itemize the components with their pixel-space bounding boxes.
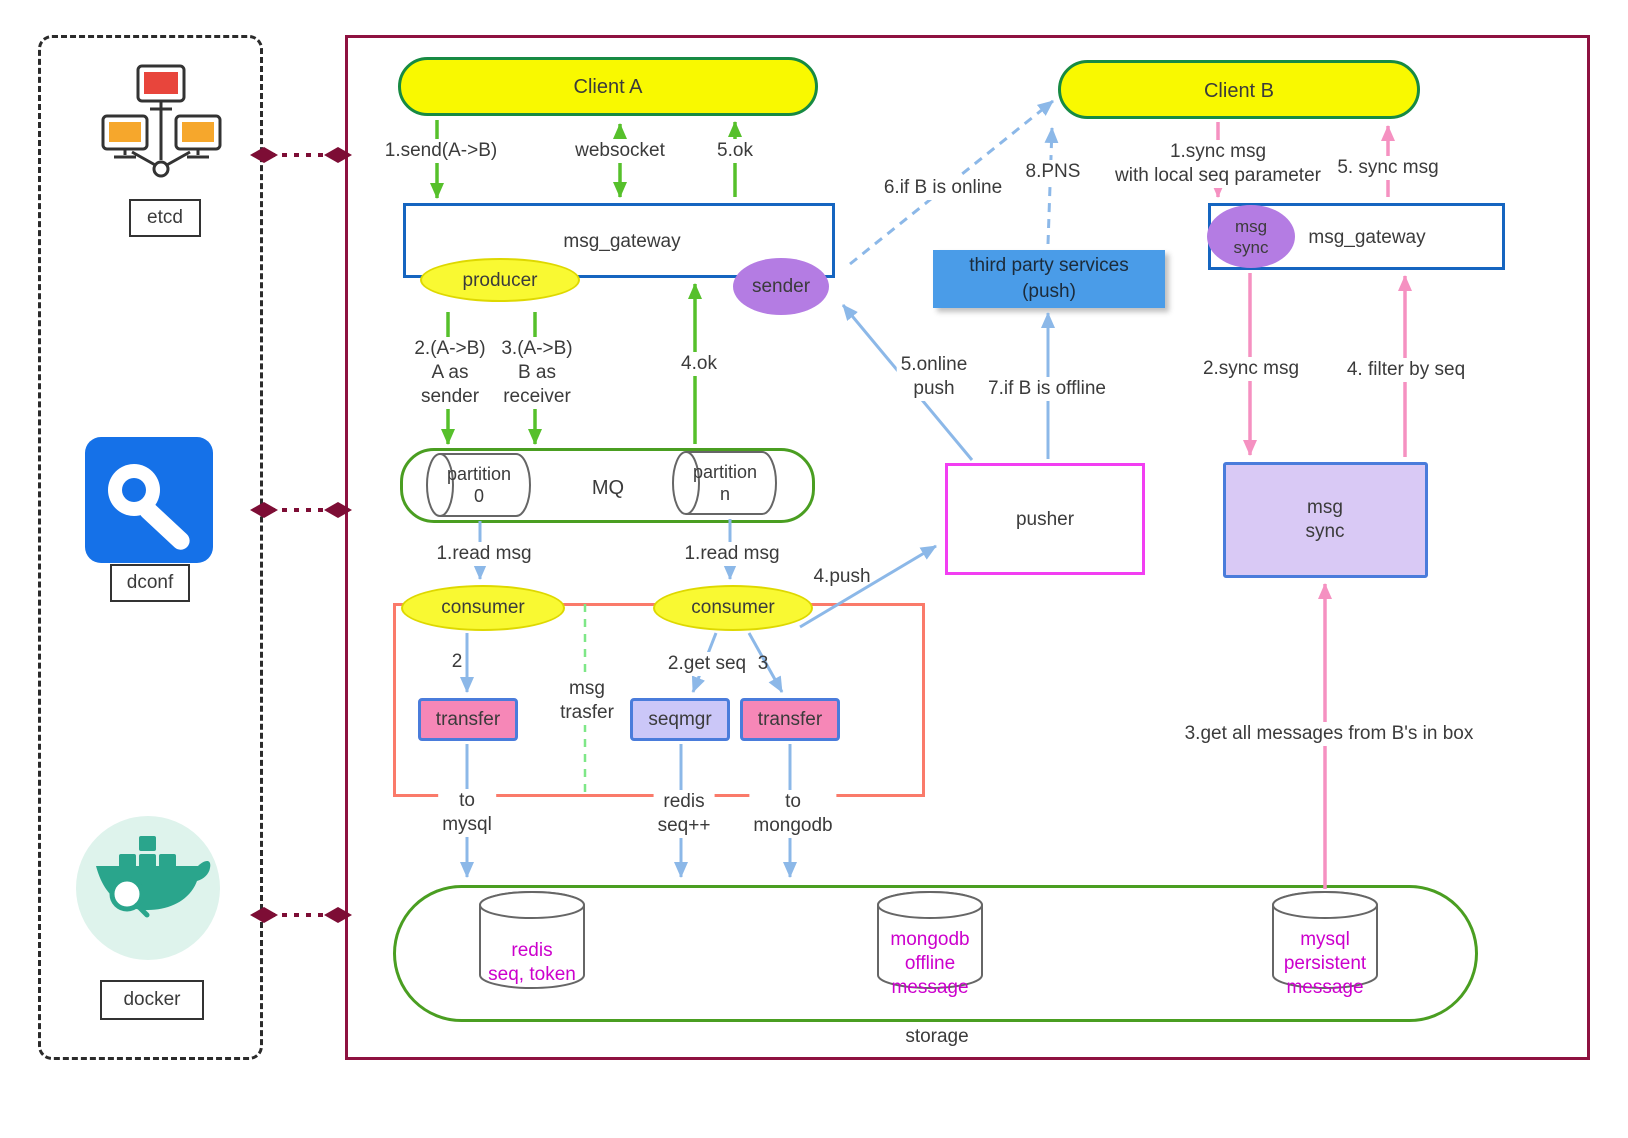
send-step1-label: 1.send(A->B) bbox=[380, 139, 502, 163]
consumer-right-label: consumer bbox=[691, 597, 775, 618]
send-step2-label: 2.(A->B) A as sender bbox=[410, 337, 490, 409]
infra-links bbox=[270, 153, 332, 917]
seqmgr-box bbox=[630, 698, 730, 741]
msg-sync-service-box bbox=[1223, 462, 1428, 578]
pns-label: 8.PNS bbox=[1021, 160, 1085, 184]
if-online-label: 6.if B is online bbox=[879, 176, 1007, 200]
storage-title: storage bbox=[905, 1026, 969, 1047]
sender-node bbox=[733, 258, 829, 315]
consumer-right-node bbox=[653, 585, 813, 631]
transfer-right-box bbox=[740, 698, 840, 741]
transfer-left-label: transfer bbox=[435, 709, 501, 730]
infra-link-diamonds bbox=[250, 147, 352, 923]
get-all-label: 3.get all messages from B's in box bbox=[1180, 722, 1478, 746]
send-step4-label: 4.ok bbox=[677, 352, 721, 376]
partition-n-label: partition n bbox=[692, 462, 758, 504]
seqmgr-label: seqmgr bbox=[648, 709, 712, 730]
msg-gateway-b-title: msg_gateway bbox=[1308, 227, 1426, 248]
filter-step4-label: 4. filter by seq bbox=[1342, 358, 1470, 382]
dconf-label-box: dconf bbox=[110, 564, 190, 602]
pusher-label: pusher bbox=[1015, 509, 1075, 530]
client-a-node bbox=[398, 57, 818, 116]
system-boundary bbox=[345, 35, 1590, 1060]
docker-label: docker bbox=[123, 989, 181, 1010]
pusher-box bbox=[945, 463, 1145, 575]
msg-gateway-a-title: msg_gateway bbox=[563, 231, 681, 252]
msg-gateway-a-box bbox=[403, 203, 835, 278]
producer-node bbox=[420, 258, 580, 302]
infra-panel bbox=[38, 35, 263, 1060]
redis-db-label: redis seq, token bbox=[488, 940, 576, 985]
client-b-node bbox=[1058, 60, 1420, 119]
msg-sync-ellipse-label: msg sync bbox=[1233, 217, 1269, 257]
msg-sync-box-label: msg sync bbox=[1305, 497, 1345, 542]
consume-step2-label: 2 bbox=[451, 651, 463, 672]
etcd-label-box: etcd bbox=[129, 199, 201, 237]
sync-step5-label: 5. sync msg bbox=[1333, 156, 1443, 180]
redis-seq-label: redis seq++ bbox=[653, 790, 715, 838]
third-party-label: third party services (push) bbox=[969, 255, 1129, 302]
online-push-label: 5.online push bbox=[896, 353, 972, 401]
sync-step2-label: 2.sync msg bbox=[1198, 357, 1304, 381]
dconf-label: dconf bbox=[126, 572, 174, 593]
consume-step3-label: 3 bbox=[757, 653, 769, 674]
push4-label: 4.push bbox=[813, 566, 871, 587]
mongodb-db-label: mongodb offline message bbox=[890, 929, 970, 998]
websocket-label: websocket bbox=[571, 139, 669, 163]
to-mysql-label: to mysql bbox=[438, 789, 496, 837]
sender-label: sender bbox=[751, 276, 811, 297]
mq-title: MQ bbox=[591, 477, 625, 499]
mysql-db-label: mysql persistent message bbox=[1283, 929, 1367, 998]
docker-label-box: docker bbox=[100, 980, 204, 1020]
to-mongodb-label: to mongodb bbox=[749, 790, 837, 838]
send-step5-label: 5.ok bbox=[713, 139, 757, 163]
client-a-label: Client A bbox=[573, 76, 643, 98]
sync-step1-label: 1.sync msg with local seq parameter bbox=[1111, 140, 1325, 188]
transfer-right-label: transfer bbox=[757, 709, 823, 730]
msg-sync-ellipse-node bbox=[1207, 205, 1295, 268]
read-right-label: 1.read msg bbox=[680, 542, 784, 566]
transfer-left-box bbox=[418, 698, 518, 741]
producer-label: producer bbox=[462, 270, 538, 291]
get-seq-label: 2.get seq bbox=[663, 652, 751, 676]
if-offline-label: 7.if B is offline bbox=[984, 377, 1110, 401]
consumer-left-node bbox=[401, 585, 565, 631]
etcd-label: etcd bbox=[147, 207, 183, 228]
consumer-left-label: consumer bbox=[441, 597, 525, 618]
send-step3-label: 3.(A->B) B as receiver bbox=[497, 337, 577, 409]
client-b-label: Client B bbox=[1203, 80, 1275, 102]
partition-0-label: partition 0 bbox=[446, 464, 512, 506]
msg-transfer-group-label: msg trasfer bbox=[556, 677, 618, 725]
mq-box bbox=[400, 448, 815, 523]
storage-box bbox=[393, 885, 1478, 1022]
read-left-label: 1.read msg bbox=[432, 542, 536, 566]
